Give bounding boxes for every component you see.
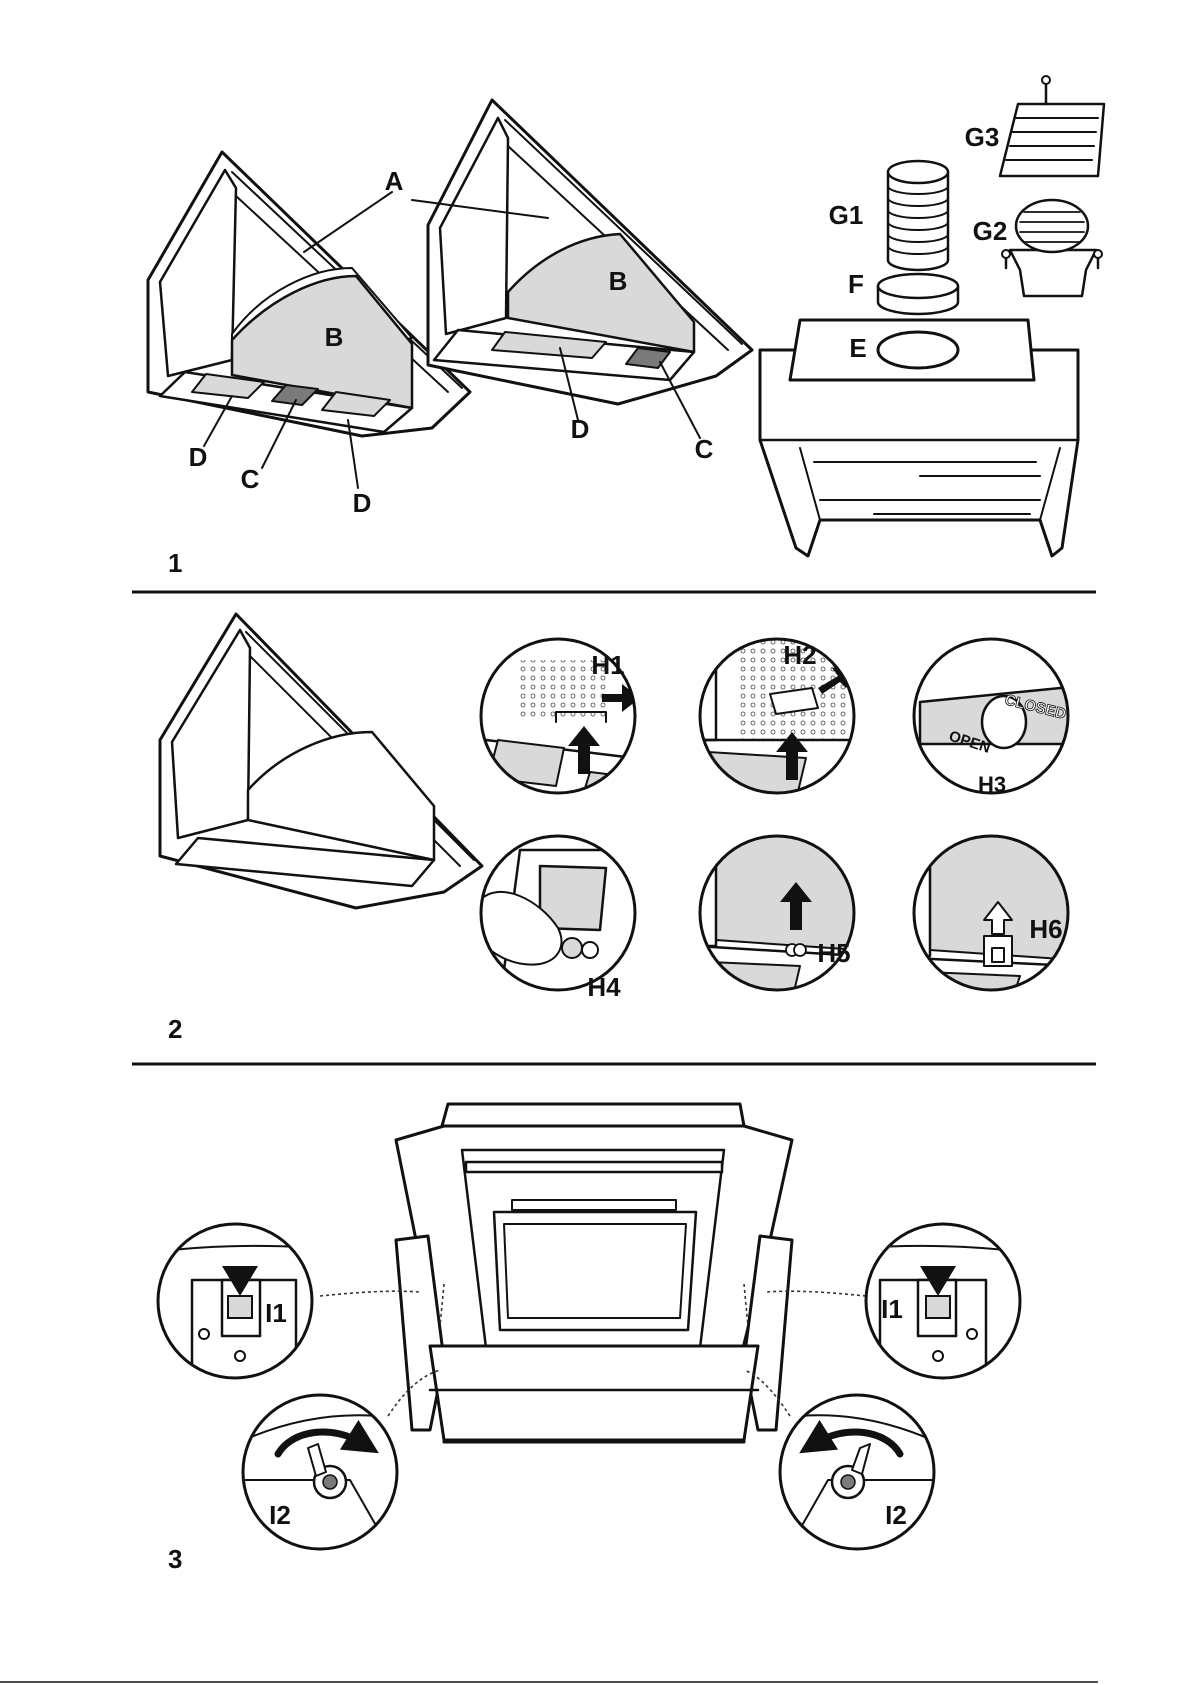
- label-d-left-2: D: [353, 488, 372, 518]
- label-g3: G3: [965, 122, 1000, 152]
- detail-i1-right: I1: [864, 1222, 1024, 1382]
- detail-h5: H5: [696, 836, 860, 1000]
- label-i1-left: I1: [265, 1298, 287, 1328]
- detail-i2-left: I2: [240, 1394, 400, 1554]
- figure-3: I1 I1: [156, 1104, 1024, 1574]
- label-c-right: C: [695, 434, 714, 464]
- detail-h6: H6: [912, 836, 1076, 1000]
- label-g1: G1: [829, 200, 864, 230]
- label-c-left: C: [241, 464, 260, 494]
- label-h2: H2: [783, 640, 816, 670]
- label-b-right: B: [609, 266, 628, 296]
- label-g2: G2: [973, 216, 1008, 246]
- figure-2: H1 H2 OPEN CLOSED: [160, 600, 1080, 1044]
- label-b-left: B: [325, 322, 344, 352]
- label-i2-right: I2: [885, 1500, 907, 1530]
- figure-number-2: 2: [168, 1014, 182, 1044]
- detail-h4: H4: [480, 836, 644, 1002]
- label-h4: H4: [587, 972, 621, 1002]
- figure-number-3: 3: [168, 1544, 182, 1574]
- label-h6: H6: [1029, 914, 1062, 944]
- label-a: A: [385, 166, 404, 196]
- ducting-assembly-illustration: [760, 76, 1104, 556]
- hood-front-open-illustration: [396, 1104, 792, 1442]
- label-i2-left: I2: [269, 1500, 291, 1530]
- label-i1-right: I1: [881, 1294, 903, 1324]
- figure-number-1: 1: [168, 548, 182, 578]
- label-h5: H5: [817, 938, 850, 968]
- detail-h1: H1: [470, 600, 650, 804]
- figure-1: A B B C C D D D E F G1 G2 G3 1: [148, 76, 1104, 578]
- label-d-left-1: D: [189, 442, 208, 472]
- detail-h2: H2: [696, 636, 860, 800]
- label-h1: H1: [591, 650, 624, 680]
- label-e: E: [849, 333, 866, 363]
- detail-i1-left: I1: [156, 1222, 316, 1382]
- detail-h3: OPEN CLOSED H3: [912, 636, 1080, 800]
- hood-right-illustration: [428, 100, 752, 404]
- label-d-right: D: [571, 414, 590, 444]
- detail-i2-right: I2: [778, 1394, 938, 1554]
- label-f: F: [848, 269, 864, 299]
- label-h3: H3: [978, 772, 1006, 797]
- hood-left-illustration: [148, 152, 470, 436]
- hood-closed-illustration: [160, 614, 482, 908]
